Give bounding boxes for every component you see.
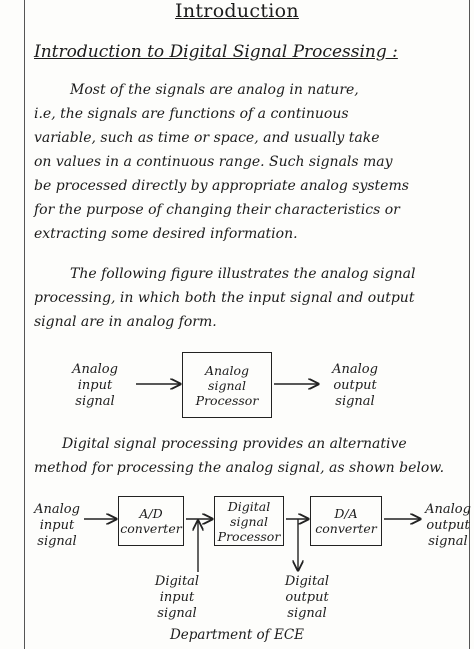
text-line: method for processing the analog signal,…	[34, 460, 445, 476]
text-line: processing, in which both the input sign…	[34, 290, 415, 306]
analog-input-label: Analog input signal	[72, 362, 118, 409]
paragraph-analog-processing: The following figure illustrates the ana…	[34, 262, 415, 334]
page-title: Introduction	[175, 0, 299, 22]
analog-signal-processor-box: Analog signal Processor	[182, 352, 272, 418]
text-line: The following figure illustrates the ana…	[70, 266, 416, 282]
analog-output-label: Analog output signal	[425, 502, 471, 549]
page-border	[24, 0, 470, 649]
footer-department: Department of ECE	[169, 627, 305, 643]
digital-output-label: Digital output signal	[284, 574, 330, 621]
text-line: signal are in analog form.	[34, 314, 217, 330]
text-line: for the purpose of changing their charac…	[34, 202, 400, 218]
ad-converter-box: A/D converter	[118, 496, 184, 546]
digital-signal-processor-box: Digital signal Processor	[214, 496, 284, 546]
digital-input-label: Digital input signal	[154, 574, 200, 621]
text-line: extracting some desired information.	[34, 226, 298, 242]
text-line: Digital signal processing provides an al…	[62, 436, 407, 452]
text-line: on values in a continuous range. Such si…	[34, 154, 393, 170]
da-converter-box: D/A converter	[310, 496, 382, 546]
analog-output-label: Analog output signal	[332, 362, 378, 409]
text-line: be processed directly by appropriate ana…	[34, 178, 409, 194]
text-line: i.e, the signals are functions of a cont…	[34, 106, 349, 122]
text-line: variable, such as time or space, and usu…	[34, 130, 380, 146]
paragraph-digital-processing: Digital signal processing provides an al…	[34, 432, 444, 480]
section-heading: Introduction to Digital Signal Processin…	[34, 42, 398, 62]
paragraph-analog-signals: Most of the signals are analog in nature…	[34, 78, 409, 246]
text-line: Most of the signals are analog in nature…	[70, 82, 359, 98]
analog-input-label: Analog input signal	[34, 502, 80, 549]
